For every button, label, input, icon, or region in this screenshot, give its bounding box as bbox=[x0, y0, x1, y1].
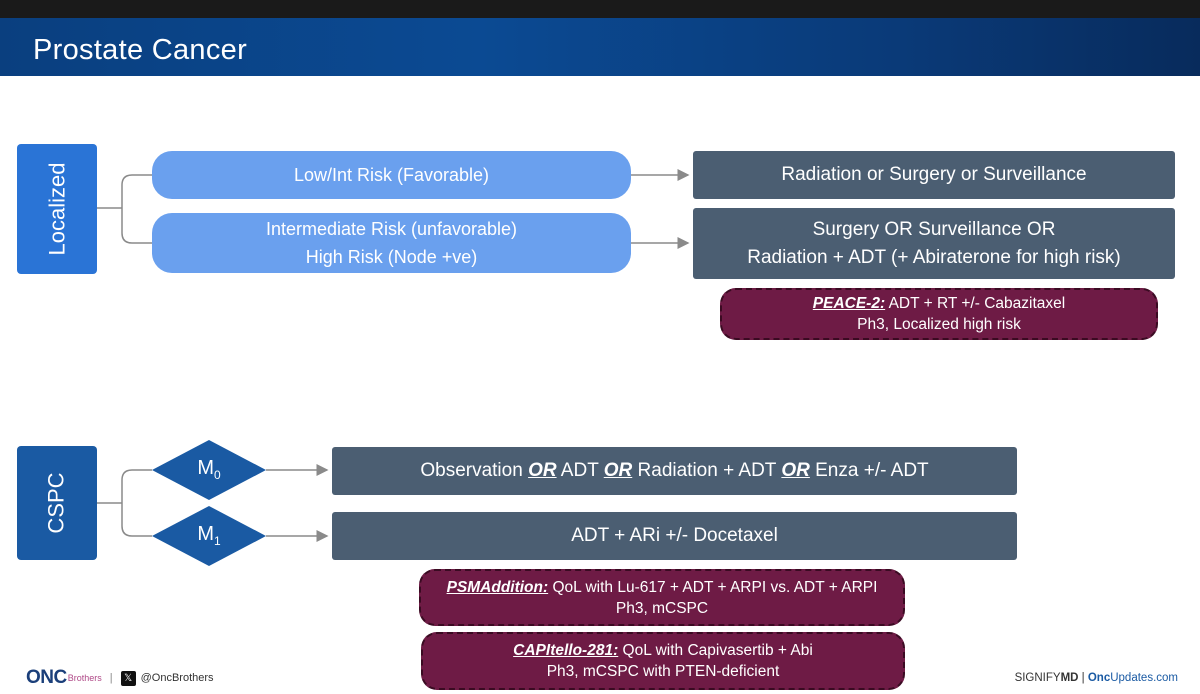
oncbrothers-logo-sub: Brothers bbox=[67, 673, 102, 683]
localized-label-box: Localized bbox=[17, 144, 97, 274]
risk-pill-unfavorable-high: Intermediate Risk (unfavorable) High Ris… bbox=[152, 213, 631, 273]
trial-line2: Ph3, mCSPC with PTEN-deficient bbox=[546, 663, 780, 680]
title-bar bbox=[0, 18, 1200, 76]
footer-pipe: | bbox=[1078, 672, 1088, 684]
trial-line2: Ph3, Localized high risk bbox=[857, 316, 1021, 333]
risk-text: Low/Int Risk (Favorable) bbox=[293, 165, 490, 185]
m1-diamond bbox=[152, 506, 266, 566]
treatment-text-m1: ADT + ARi +/- Docetaxel bbox=[571, 525, 778, 546]
m0-label: M0 bbox=[197, 457, 221, 482]
trial-desc: QoL with Lu-617 + ADT + ARPI vs. ADT + A… bbox=[548, 578, 878, 596]
localized-label: Localized bbox=[44, 162, 70, 256]
social-handle: @OncBrothers bbox=[140, 672, 214, 684]
treatment-box-favorable: Radiation or Surgery or Surveillance bbox=[693, 151, 1175, 199]
treatment-text: Radiation + ADT (+ Abiraterone for high … bbox=[747, 246, 1121, 268]
treatment-text: Surgery OR Surveillance OR bbox=[812, 218, 1056, 240]
footer-left: ONC Brothers | 𝕏 @OncBrothers bbox=[26, 666, 214, 690]
x-logo-icon: 𝕏 bbox=[120, 670, 136, 686]
oncbrothers-logo: ONC bbox=[26, 667, 67, 688]
treatment-text: Radiation or Surgery or Surveillance bbox=[781, 164, 1087, 185]
updates-text: Updates.com bbox=[1110, 672, 1178, 684]
trial-box-psmaddition: PSMAddition: QoL with Lu-617 + ADT + ARP… bbox=[419, 569, 905, 626]
cspc-label-box: CSPC bbox=[17, 446, 97, 560]
top-strip bbox=[0, 0, 1200, 18]
signify-md: MD bbox=[1060, 672, 1079, 684]
m1-label: M1 bbox=[197, 523, 221, 548]
treatment-text-m0: Observation OR ADT OR Radiation + ADT OR… bbox=[420, 460, 929, 481]
trial-box-capitello-281: CAPItello-281: QoL with Capivasertib + A… bbox=[421, 632, 905, 690]
trial-name: PSMAddition: bbox=[446, 578, 549, 596]
trial-line2: Ph3, mCSPC bbox=[615, 599, 709, 617]
footer-separator: | bbox=[109, 672, 113, 684]
footer-right: SIGNIFYMD | OncUpdates.com bbox=[1015, 672, 1178, 684]
m0-diamond bbox=[152, 440, 266, 500]
treatment-box-m0: Observation OR ADT OR Radiation + ADT OR… bbox=[332, 447, 1017, 495]
treatment-box-m1: ADT + ARi +/- Docetaxel bbox=[332, 512, 1017, 560]
trial-name: PEACE-2: bbox=[812, 295, 886, 312]
risk-text: Intermediate Risk (unfavorable) bbox=[265, 219, 518, 239]
trial-box-peace-2: PEACE-2: ADT + RT +/- Cabazitaxel Ph3, L… bbox=[720, 288, 1158, 340]
risk-pill-favorable: Low/Int Risk (Favorable) bbox=[152, 151, 631, 199]
page-title: Prostate Cancer bbox=[33, 34, 248, 66]
trial-name: CAPItello-281: bbox=[513, 642, 619, 659]
signify-text: SIGNIFY bbox=[1014, 672, 1061, 684]
onc-text: Onc bbox=[1087, 672, 1111, 684]
trial-desc: QoL with Capivasertib + Abi bbox=[618, 642, 813, 659]
risk-text: High Risk (Node +ve) bbox=[305, 247, 478, 267]
trial-desc: ADT + RT +/- Cabazitaxel bbox=[885, 295, 1066, 312]
cspc-label: CSPC bbox=[44, 472, 69, 534]
treatment-box-high-risk: Surgery OR Surveillance OR Radiation + A… bbox=[693, 208, 1175, 279]
